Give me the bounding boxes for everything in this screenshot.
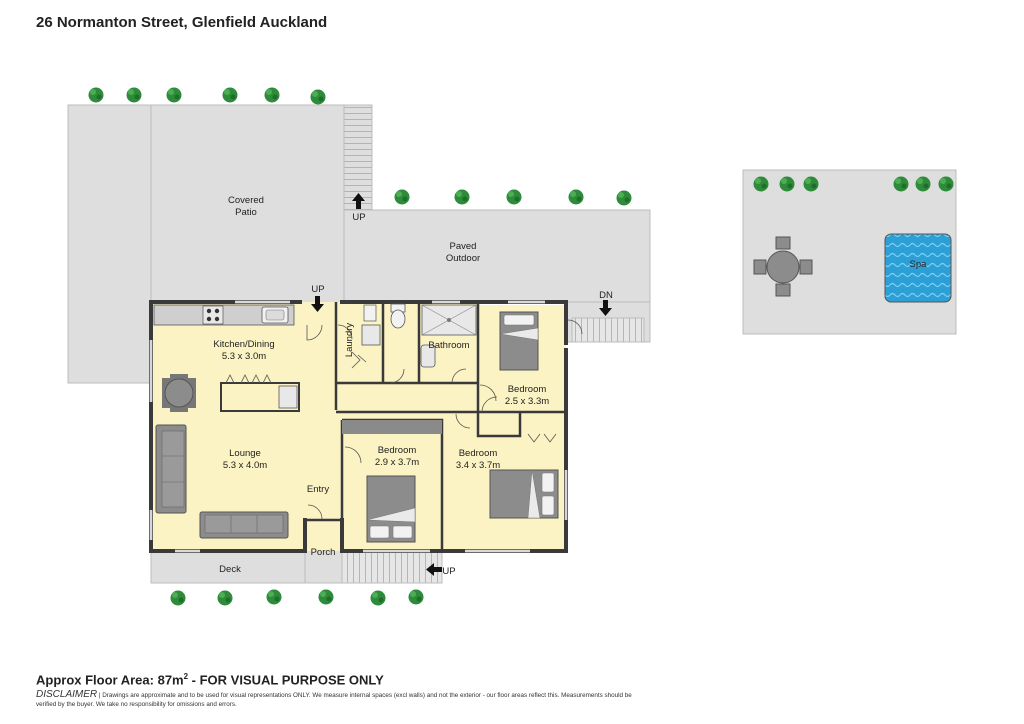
tree-icon bbox=[779, 176, 795, 192]
bedroom2-name: Bedroom bbox=[378, 445, 417, 456]
tree-icon bbox=[88, 87, 104, 103]
bedroom2-size: 2.9 x 3.7m bbox=[375, 457, 419, 468]
up-label: UP bbox=[352, 212, 365, 223]
tree-icon bbox=[222, 87, 238, 103]
bedroom1-name: Bedroom bbox=[508, 384, 547, 395]
lounge-size: 5.3 x 4.0m bbox=[223, 460, 267, 471]
tree-icon bbox=[893, 176, 909, 192]
tree-icon bbox=[803, 176, 819, 192]
sink-icon bbox=[261, 306, 289, 324]
stove-icon bbox=[202, 305, 224, 325]
bathroom-label: Bathroom bbox=[428, 340, 469, 351]
deck bbox=[150, 550, 306, 584]
paved-outdoor-label-1: Paved bbox=[450, 241, 477, 252]
patio-table-icon bbox=[753, 236, 813, 297]
tree-icon bbox=[370, 590, 386, 606]
sofa-icon bbox=[199, 511, 289, 539]
lounge-name: Lounge bbox=[229, 448, 261, 459]
shower-icon bbox=[421, 304, 477, 336]
wardrobe bbox=[342, 420, 442, 434]
paved-outdoor bbox=[343, 209, 651, 303]
up-label: UP bbox=[311, 284, 324, 295]
tree-icon bbox=[506, 189, 522, 205]
up-label: UP bbox=[442, 566, 455, 577]
disclaimer: DISCLAIMER | Drawings are approximate an… bbox=[36, 690, 636, 709]
covered-patio-label-2: Patio bbox=[235, 207, 257, 218]
dining-table-icon bbox=[162, 374, 196, 412]
laundry-label: Laundry bbox=[344, 323, 355, 358]
tree-icon bbox=[266, 589, 282, 605]
front-stairs bbox=[341, 550, 443, 584]
floor-area-suffix: - FOR VISUAL PURPOSE ONLY bbox=[188, 672, 384, 688]
kitchen-bench bbox=[153, 304, 295, 326]
bed-icon bbox=[366, 475, 416, 543]
tree-icon bbox=[454, 189, 470, 205]
paved-outdoor-label-2: Outdoor bbox=[446, 253, 480, 264]
porch-label: Porch bbox=[311, 547, 336, 558]
bed-icon bbox=[489, 469, 559, 519]
page-title: 26 Normanton Street, Glenfield Auckland bbox=[36, 14, 328, 31]
tree-icon bbox=[170, 590, 186, 606]
tree-icon bbox=[318, 589, 334, 605]
tree-icon bbox=[264, 87, 280, 103]
tree-icon bbox=[915, 176, 931, 192]
bedroom3-size: 3.4 x 3.7m bbox=[456, 460, 500, 471]
disclaimer-heading: DISCLAIMER bbox=[36, 689, 98, 700]
toilet-icon bbox=[390, 303, 406, 329]
bedroom1-size: 2.5 x 3.3m bbox=[505, 396, 549, 407]
bed-icon bbox=[499, 311, 539, 371]
tree-icon bbox=[217, 590, 233, 606]
bedroom3-name: Bedroom bbox=[459, 448, 498, 459]
arrow-left-icon bbox=[426, 563, 442, 576]
tree-icon bbox=[753, 176, 769, 192]
entry-label: Entry bbox=[307, 484, 329, 495]
deck-label: Deck bbox=[219, 564, 241, 575]
arrow-down-icon bbox=[311, 296, 324, 312]
floor-area-note: Approx Floor Area: 87m2 - FOR VISUAL PUR… bbox=[36, 672, 384, 687]
dn-label: DN bbox=[599, 290, 613, 301]
disclaimer-text: | Drawings are approximate and to be use… bbox=[36, 692, 632, 708]
covered-patio-label-1: Covered bbox=[228, 195, 264, 206]
tree-icon bbox=[394, 189, 410, 205]
spa-label: Spa bbox=[910, 259, 928, 270]
tree-icon bbox=[166, 87, 182, 103]
tree-icon bbox=[616, 190, 632, 206]
tree-icon bbox=[408, 589, 424, 605]
sofa-icon bbox=[155, 424, 187, 514]
floor-area-sup: 2 bbox=[183, 672, 189, 681]
dn-stairs bbox=[571, 317, 645, 343]
arrow-up-icon bbox=[352, 193, 365, 209]
tree-icon bbox=[310, 89, 326, 105]
spa-icon bbox=[884, 233, 952, 303]
kitchen-name: Kitchen/Dining bbox=[213, 339, 274, 350]
arrow-down-icon bbox=[599, 300, 612, 316]
kitchen-size: 5.3 x 3.0m bbox=[222, 351, 266, 362]
tree-icon bbox=[126, 87, 142, 103]
floor-area-prefix: Approx Floor Area: 87m bbox=[36, 672, 184, 688]
tree-icon bbox=[568, 189, 584, 205]
tree-icon bbox=[938, 176, 954, 192]
